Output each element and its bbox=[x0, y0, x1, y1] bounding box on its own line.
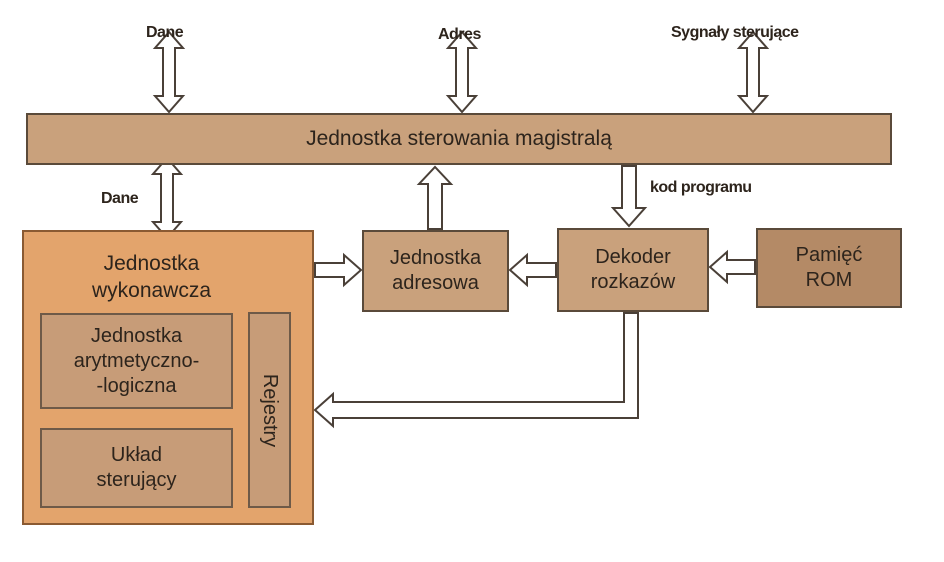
bus-control-unit: Jednostka sterowania magistralą bbox=[26, 113, 892, 165]
decoder-to-address-arrow bbox=[508, 252, 557, 288]
adres-top-arrow bbox=[447, 31, 477, 113]
execution-unit-title: Jednostka wykonawcza bbox=[91, 252, 212, 303]
registers-label: Rejestry bbox=[259, 373, 282, 447]
dane-left-arrow bbox=[152, 157, 182, 239]
control-circuit-block: Układ sterujący bbox=[40, 428, 233, 508]
registers-block: Rejestry bbox=[248, 312, 291, 508]
dane-top-arrow bbox=[154, 31, 184, 113]
exec-to-address-arrow bbox=[314, 252, 363, 288]
alu-block: Jednostka arytmetyczno- -logiczna bbox=[40, 313, 233, 409]
dane-left-label: Dane bbox=[101, 190, 139, 207]
sygnaly-top-label: Sygnały sterujące bbox=[671, 24, 799, 41]
rom-memory: Pamięć ROM bbox=[756, 228, 902, 308]
decoder-to-exec-arrow bbox=[313, 312, 639, 429]
address-to-bus-arrow bbox=[416, 165, 454, 230]
adres-top-label: Adres bbox=[438, 26, 481, 43]
bus-control-unit-label: Jednostka sterowania magistralą bbox=[306, 126, 612, 150]
address-unit: Jednostka adresowa bbox=[362, 230, 509, 312]
instruction-decoder: Dekoder rozkazów bbox=[557, 228, 709, 312]
bus-to-decoder-arrow bbox=[610, 165, 648, 228]
sygnaly-top-arrow bbox=[738, 31, 768, 113]
rom-to-decoder-arrow bbox=[708, 249, 756, 285]
kod-programu-label: kod programu bbox=[650, 179, 752, 196]
dane-top-label: Dane bbox=[146, 24, 184, 41]
